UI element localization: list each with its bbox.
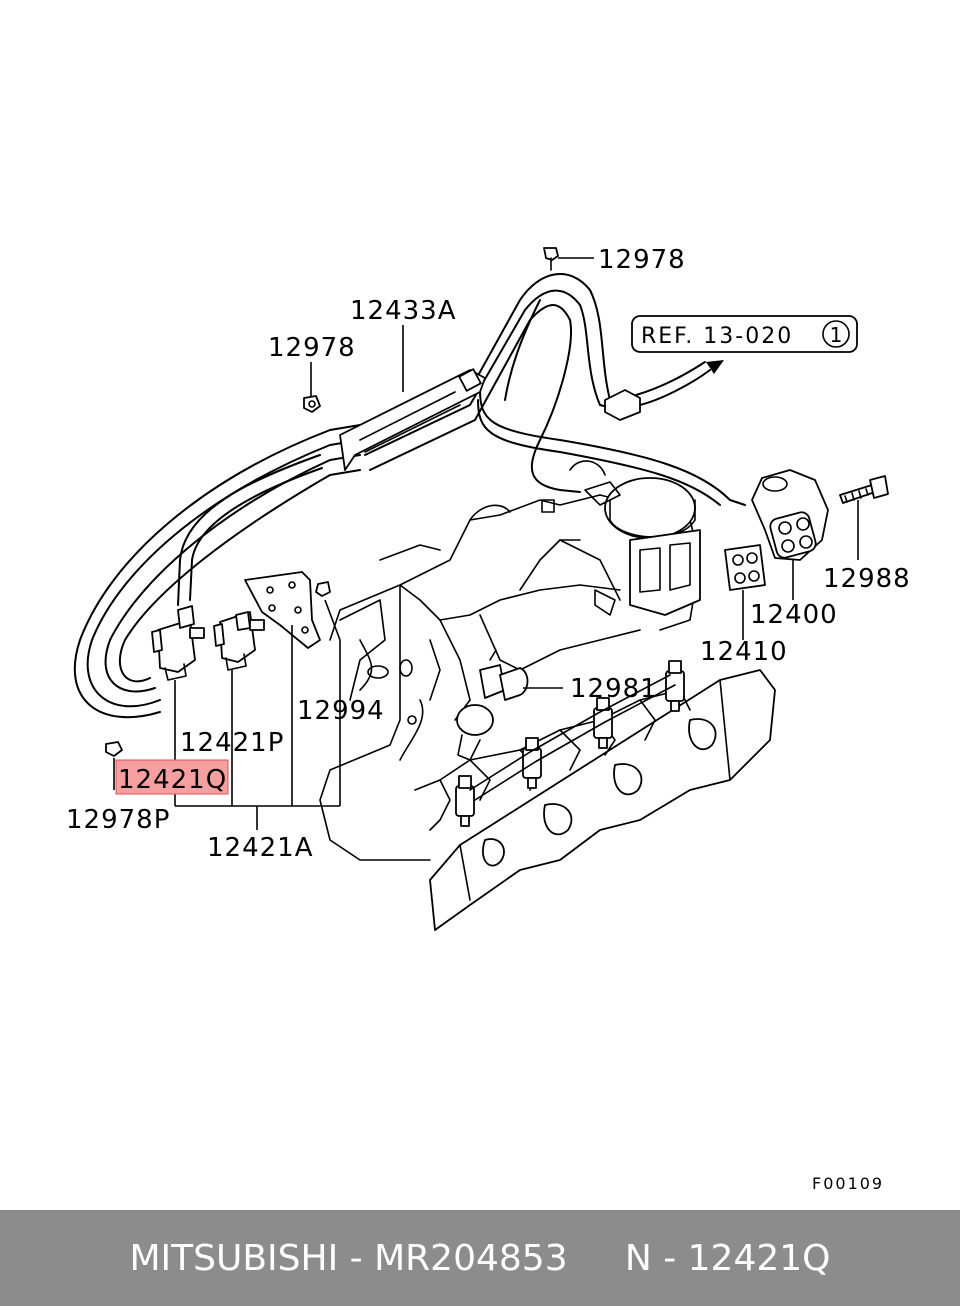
label-12421P: 12421P	[180, 728, 284, 758]
leader-lines	[113, 257, 859, 830]
reference-callout: REF. 13-020 1	[631, 315, 858, 353]
hose-fitting	[604, 389, 641, 421]
fuel-injectors	[455, 660, 685, 827]
egr-gasket-12410	[724, 544, 766, 591]
egr-valve-12400	[751, 469, 829, 561]
label-12400: 12400	[750, 600, 838, 630]
ref-circle-number: 1	[830, 323, 843, 347]
footer-position: 12421Q	[687, 1237, 831, 1279]
labels: 12978 12433A 12978 12988 12400 12410 129…	[66, 245, 911, 863]
footer-brand: MITSUBISHI	[129, 1237, 339, 1279]
label-12978-top: 12978	[598, 245, 686, 275]
bolt-12978-left	[303, 395, 321, 413]
hose-bracket-12433A	[339, 368, 486, 471]
ref-text: REF. 13-020	[641, 324, 793, 349]
nut-12994	[315, 581, 331, 597]
engine-block	[319, 460, 701, 861]
label-12988: 12988	[823, 564, 911, 594]
footer-position-prefix: N	[624, 1237, 652, 1279]
figure-code: F00109	[812, 1174, 884, 1193]
throttle-body	[584, 477, 701, 616]
highlight-12421Q	[115, 759, 229, 795]
footer-bar: MITSUBISHI - MR204853 N - 12421Q	[0, 1210, 960, 1306]
solenoid-valve-12421P	[213, 611, 265, 671]
footer-gap	[568, 1238, 625, 1279]
label-12978-left: 12978	[268, 333, 356, 363]
footer-separator-2: -	[651, 1237, 688, 1279]
label-12994: 12994	[297, 696, 385, 726]
footer-separator: -	[338, 1237, 375, 1279]
label-12410: 12410	[700, 637, 788, 667]
label-12981: 12981	[570, 674, 658, 704]
bolt-12978-top	[543, 247, 559, 271]
footer-part-number: MR204853	[374, 1237, 568, 1279]
pressure-regulator	[456, 649, 529, 761]
label-12978P: 12978P	[66, 805, 170, 835]
parts-diagram: 12978 12433A 12978 12988 12400 12410 129…	[66, 245, 911, 1193]
solenoid-valve-12421Q	[151, 605, 205, 681]
valve-bracket-12994	[244, 571, 321, 649]
label-12433A: 12433A	[350, 296, 457, 326]
bolt-12978P	[105, 741, 123, 757]
label-12421A: 12421A	[207, 833, 314, 863]
bolt-12988	[839, 475, 889, 504]
label-12421Q: 12421Q	[118, 765, 227, 795]
